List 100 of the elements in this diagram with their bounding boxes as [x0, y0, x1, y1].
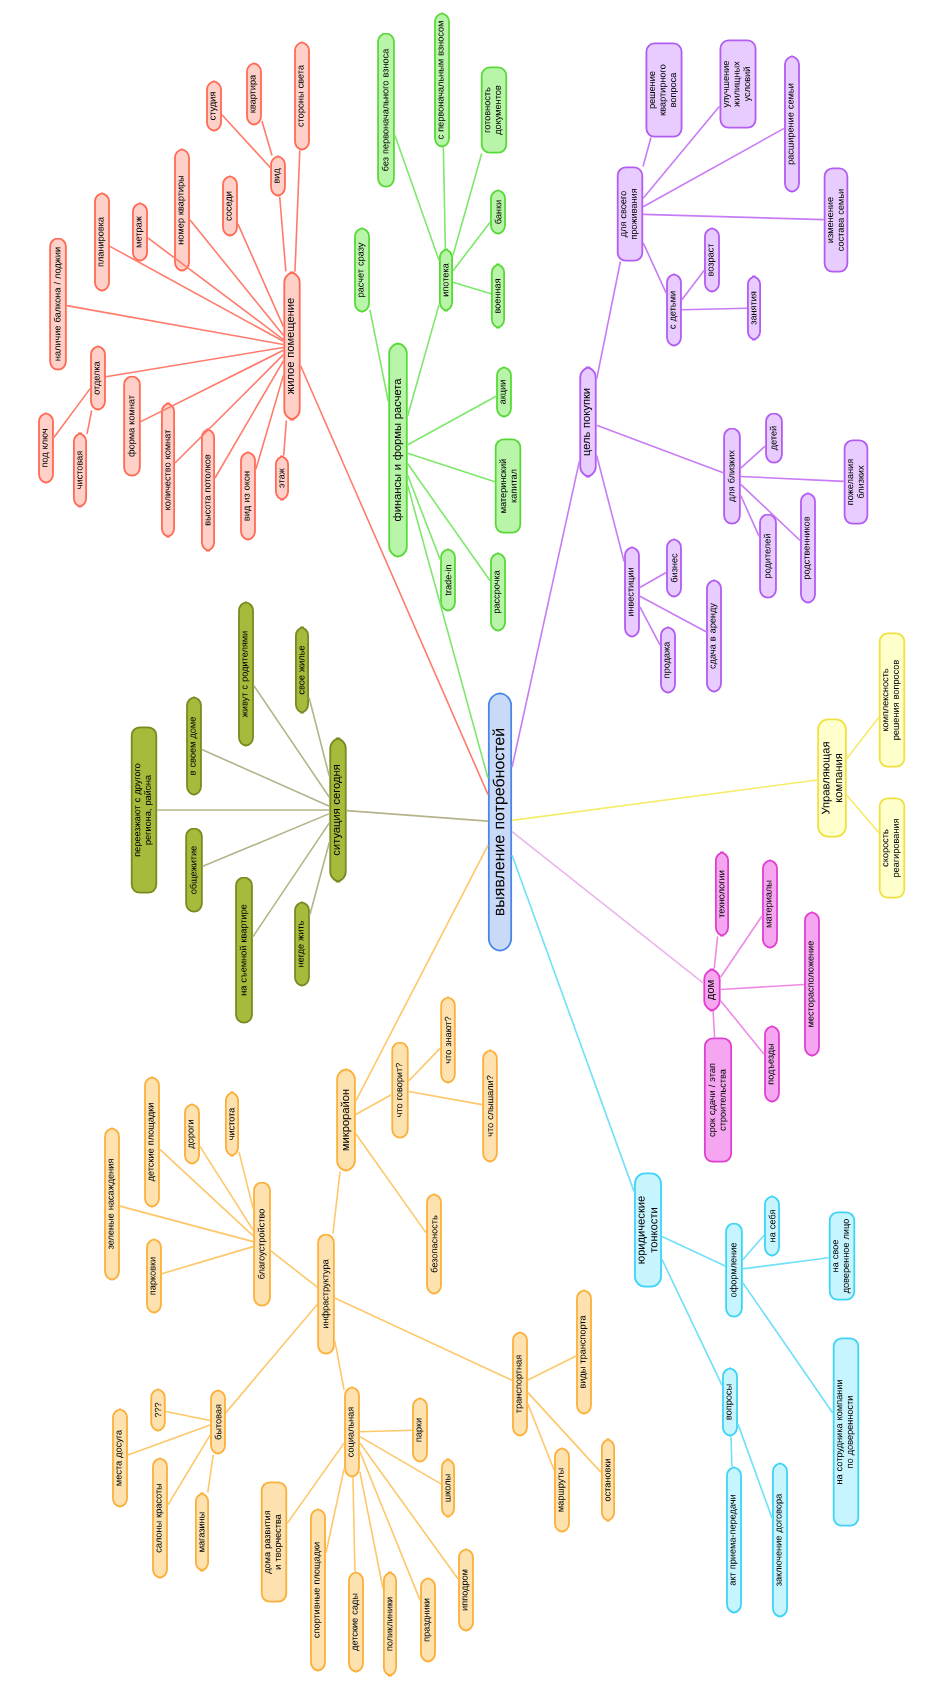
branch-line	[369, 308, 390, 403]
branch-line	[359, 1435, 442, 1485]
branch-line	[299, 364, 489, 796]
branch-line	[237, 223, 285, 328]
branch-line	[406, 452, 496, 483]
branch-line	[161, 1245, 254, 1275]
branch-line	[332, 1170, 341, 1235]
branch-line	[741, 1281, 834, 1414]
branch-line	[406, 484, 489, 779]
branch-line	[719, 999, 765, 1056]
branch-line	[845, 716, 880, 760]
branch-line	[407, 1090, 484, 1106]
branch-line	[286, 1442, 345, 1525]
branch-line	[719, 983, 805, 991]
branch-line	[325, 1467, 345, 1554]
branch-line	[359, 1429, 413, 1433]
branch-line	[159, 1148, 254, 1237]
branch-line	[661, 1235, 726, 1267]
branch-line	[737, 1423, 773, 1519]
branch-line	[309, 841, 331, 916]
branch-line	[156, 809, 331, 811]
branch-line	[642, 242, 667, 294]
branch-line	[355, 1133, 427, 1234]
branch-line	[681, 269, 705, 301]
branch-line	[595, 260, 622, 380]
branch-line	[642, 213, 825, 221]
branch-line	[527, 1391, 602, 1474]
branch-line	[189, 219, 285, 337]
branch-line	[201, 748, 331, 807]
branch-line	[278, 195, 287, 273]
branch-line	[53, 387, 91, 439]
branch-line	[282, 419, 288, 457]
branch-line	[741, 1256, 830, 1270]
branch-line	[355, 844, 489, 1102]
branch-line	[174, 353, 285, 464]
branch-line	[294, 149, 301, 273]
branch-line	[681, 307, 748, 311]
branch-line	[452, 281, 492, 295]
branch-line	[407, 1047, 442, 1082]
branch-line	[639, 595, 707, 633]
branch-line	[65, 304, 285, 346]
branch-line	[527, 1355, 577, 1381]
branch-line	[595, 424, 724, 474]
branch-line	[511, 460, 581, 768]
branch-line	[359, 1471, 384, 1590]
branch-line	[595, 454, 625, 563]
branch-line	[713, 935, 719, 970]
branch-line	[739, 483, 801, 542]
branch-line	[406, 304, 440, 417]
branch-line	[86, 409, 93, 435]
branch-line	[253, 684, 331, 798]
branch-line	[730, 1435, 733, 1468]
branch-line	[639, 606, 661, 646]
branch-line	[167, 1434, 211, 1506]
branch-line	[359, 1442, 459, 1580]
branch-line	[739, 475, 845, 483]
branch-line	[105, 346, 285, 378]
branch-line	[252, 822, 331, 938]
branch-line	[639, 571, 667, 589]
branch-line	[164, 1410, 211, 1422]
branch-line	[270, 1250, 319, 1288]
branch-line	[452, 221, 491, 272]
branch-line	[511, 854, 635, 1193]
branch-line	[225, 1303, 319, 1414]
branch-line	[406, 474, 441, 561]
branch-line	[511, 830, 705, 984]
branch-line	[442, 146, 447, 250]
branch-line	[394, 134, 440, 261]
branch-line	[845, 794, 880, 834]
branch-line	[238, 1151, 254, 1210]
branch-line	[308, 696, 331, 778]
branch-line	[355, 1094, 393, 1116]
branch-line	[661, 1258, 723, 1387]
branch-line	[452, 152, 483, 256]
branch-line	[109, 245, 285, 343]
branch-line	[739, 494, 760, 538]
branch-line	[406, 463, 491, 582]
branch-line	[406, 395, 497, 446]
branch-line	[642, 127, 785, 208]
branch-line	[201, 812, 331, 868]
branch-line	[527, 1403, 555, 1471]
branch-line	[255, 374, 285, 470]
branch-line	[221, 113, 271, 169]
branch-line	[199, 1145, 254, 1231]
branch-line	[214, 359, 285, 479]
branch-line	[345, 809, 489, 822]
branch-line	[333, 1339, 345, 1391]
branch-line	[642, 105, 721, 199]
branch-line	[359, 1450, 421, 1602]
branch-line	[127, 1424, 211, 1456]
branch-line	[719, 914, 763, 979]
branch-line	[119, 1205, 254, 1243]
branch-line	[261, 120, 273, 157]
branch-line	[739, 445, 766, 469]
branch-line	[352, 1476, 356, 1573]
branch-line	[206, 1453, 215, 1494]
branch-line	[712, 1010, 716, 1039]
branch-line	[741, 1234, 765, 1261]
branch-line	[333, 1297, 513, 1382]
branch-line	[642, 136, 652, 168]
